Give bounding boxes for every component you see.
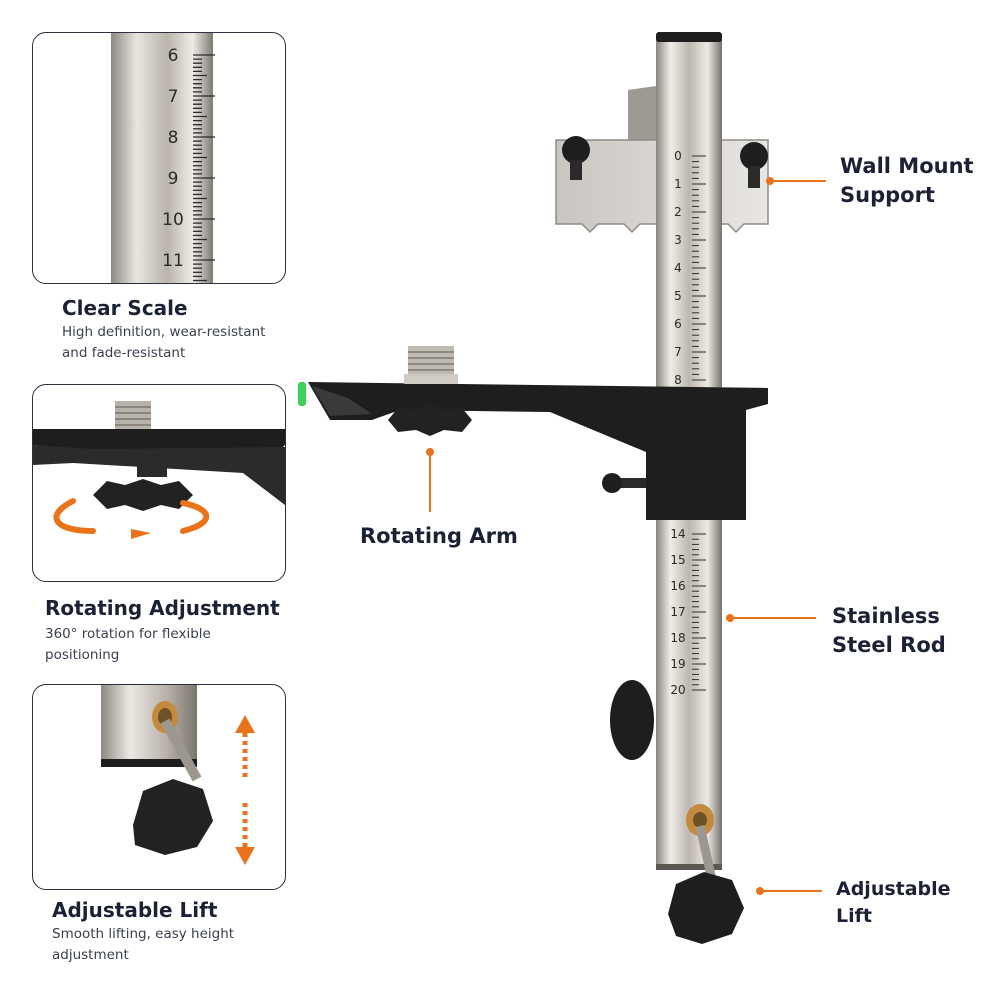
rotating-adjustment-desc: 360° rotation for flexible positioning	[45, 624, 285, 666]
side-lock-knob[interactable]	[602, 473, 622, 493]
scale-number: 10	[162, 210, 184, 230]
clear-scale-desc-line1: High definition, wear-resistant	[62, 324, 266, 340]
rod-scale-number: 7	[674, 345, 682, 359]
rotating-arm-callout: Rotating Arm	[360, 524, 518, 548]
rod-scale-number: 20	[670, 683, 685, 697]
arm-rotation-knob[interactable]	[388, 404, 472, 436]
scale-number: 8	[168, 128, 179, 148]
wall-mount-callout: Wall Mount Support	[840, 152, 974, 210]
wall-mount-callout-line1: Wall Mount	[840, 154, 974, 178]
rotating-adjustment-illustration	[33, 401, 285, 539]
wall-pad	[610, 680, 654, 760]
clear-scale-title: Clear Scale	[62, 296, 188, 320]
adjustable-lift-desc-line1: Smooth lifting, easy height	[52, 926, 235, 942]
steel-rod-callout-line2: Steel Rod	[832, 633, 946, 657]
scale-number: 6	[168, 46, 179, 66]
adjustable-lift-illustration	[101, 685, 255, 865]
rod-scale-number: 19	[670, 657, 685, 671]
rod-scale-number: 5	[674, 289, 682, 303]
clear-scale-panel: 6 7 8 9 10 11	[32, 32, 286, 284]
lift-callout-line1: Adjustable	[836, 878, 951, 900]
lift-knob-closeup	[133, 779, 213, 855]
rod-top-cap	[656, 32, 722, 42]
lift-screw-closeup	[160, 718, 202, 782]
rod-scale-number: 14	[670, 527, 685, 541]
rod-scale-number: 16	[670, 579, 685, 593]
knob-closeup	[93, 479, 193, 511]
rod-scale-number: 17	[670, 605, 685, 619]
rod-scale-number: 4	[674, 261, 682, 275]
adjustable-lift-title: Adjustable Lift	[52, 898, 218, 922]
rotating-adjustment-panel	[32, 384, 286, 582]
bracket-knob-left[interactable]	[562, 136, 590, 164]
wall-mount-callout-line2: Support	[840, 183, 935, 207]
adjustable-lift-panel	[32, 684, 286, 890]
lift-callout-line2: Lift	[836, 905, 872, 927]
clear-scale-desc-line2: and fade-resistant	[62, 345, 186, 361]
steel-rod-callout-line1: Stainless	[832, 604, 940, 628]
rod-scale-number: 1	[674, 177, 682, 191]
down-arrow-icon	[235, 847, 255, 865]
rod-scale-number: 18	[670, 631, 685, 645]
lift-screw	[695, 825, 717, 881]
scale-number: 9	[168, 169, 179, 189]
scale-number: 7	[168, 87, 179, 107]
rotating-adjustment-desc-line2: positioning	[45, 647, 120, 663]
adjustable-lift-desc-line2: adjustment	[52, 947, 129, 963]
rod-scale-number: 3	[674, 233, 682, 247]
rod-scale-number: 2	[674, 205, 682, 219]
rotating-adjustment-title: Rotating Adjustment	[45, 596, 280, 620]
lift-knob[interactable]	[668, 872, 744, 944]
adjustable-lift-desc: Smooth lifting, easy height adjustment	[52, 924, 292, 966]
rotating-arm[interactable]	[308, 382, 768, 520]
steel-rod-callout: Stainless Steel Rod	[832, 602, 946, 660]
up-arrow-icon	[235, 715, 255, 733]
lift-callout: Adjustable Lift	[836, 876, 951, 930]
clear-scale-desc: High definition, wear-resistant and fade…	[62, 322, 302, 364]
rod-scale-number: 15	[670, 553, 685, 567]
rotation-arrow-icon	[53, 498, 96, 534]
clear-scale-illustration: 6 7 8 9 10 11	[111, 33, 215, 283]
rod-scale-number: 0	[674, 149, 682, 163]
thread-screw	[408, 346, 454, 376]
scale-number: 11	[162, 251, 184, 271]
level-bubble	[298, 382, 306, 406]
rod-scale-number: 8	[674, 373, 682, 387]
bracket-knob-right[interactable]	[740, 142, 768, 170]
rod-scale-number: 6	[674, 317, 682, 331]
rotating-adjustment-desc-line1: 360° rotation for flexible	[45, 626, 211, 642]
